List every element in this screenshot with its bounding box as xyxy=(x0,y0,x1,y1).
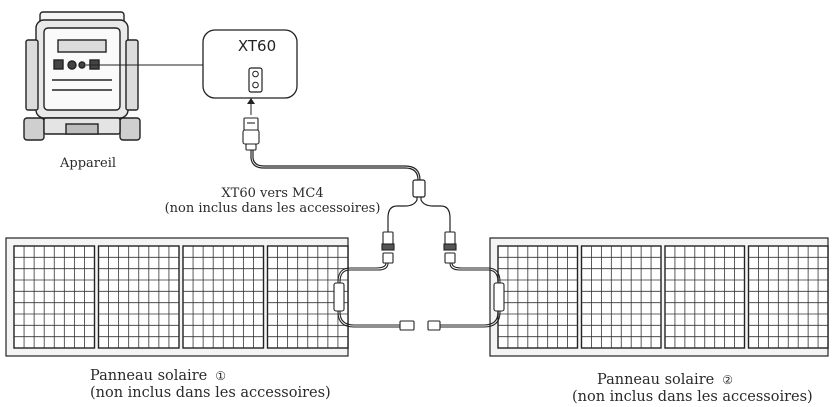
panel-1-label: Panneau solaire ① (non inclus dans les ac… xyxy=(90,368,331,402)
panel-2-label: Panneau solaire ② (non inclus dans les ac… xyxy=(572,372,813,406)
panel-1-cables xyxy=(333,262,415,331)
panel-2-cables xyxy=(427,262,505,331)
solar-cell-block xyxy=(747,245,829,349)
panel-2-name: Panneau solaire xyxy=(597,372,715,388)
mc4-connector-right xyxy=(443,231,457,251)
xt60-callout-box xyxy=(202,29,298,99)
xt60-port-label: XT60 xyxy=(237,37,277,55)
power-station-device xyxy=(23,11,141,141)
cable-label-line1: XT60 vers MC4 xyxy=(221,186,324,201)
solar-cell-block xyxy=(13,245,96,349)
solar-cell-block xyxy=(497,245,579,349)
solar-cell-block xyxy=(580,245,662,349)
panel-1-name: Panneau solaire xyxy=(90,368,208,384)
solar-cell-block xyxy=(664,245,746,349)
panel-1-number: ① xyxy=(215,369,226,383)
mc4-connector-left-lower xyxy=(382,252,394,264)
xt60-plug xyxy=(242,117,260,151)
xt60-to-mc4-cable xyxy=(250,150,451,232)
mc4-connector-left xyxy=(381,231,395,251)
mc4-connector-right-lower xyxy=(444,252,456,264)
solar-panel-1 xyxy=(5,237,349,357)
solar-cell-block xyxy=(97,245,180,349)
solar-cell-block xyxy=(182,245,265,349)
cable-label-line2: (non inclus dans les accessoires) xyxy=(164,201,381,216)
cable-label: XT60 vers MC4 (non inclus dans les acces… xyxy=(150,186,395,216)
panel-2-number: ② xyxy=(722,373,733,387)
solar-panel-2 xyxy=(489,237,829,357)
panel-1-note: (non inclus dans les accessoires) xyxy=(90,385,331,401)
device-label: Appareil xyxy=(60,156,117,171)
panel-2-note: (non inclus dans les accessoires) xyxy=(572,389,813,405)
arrow-up-icon xyxy=(247,98,255,115)
